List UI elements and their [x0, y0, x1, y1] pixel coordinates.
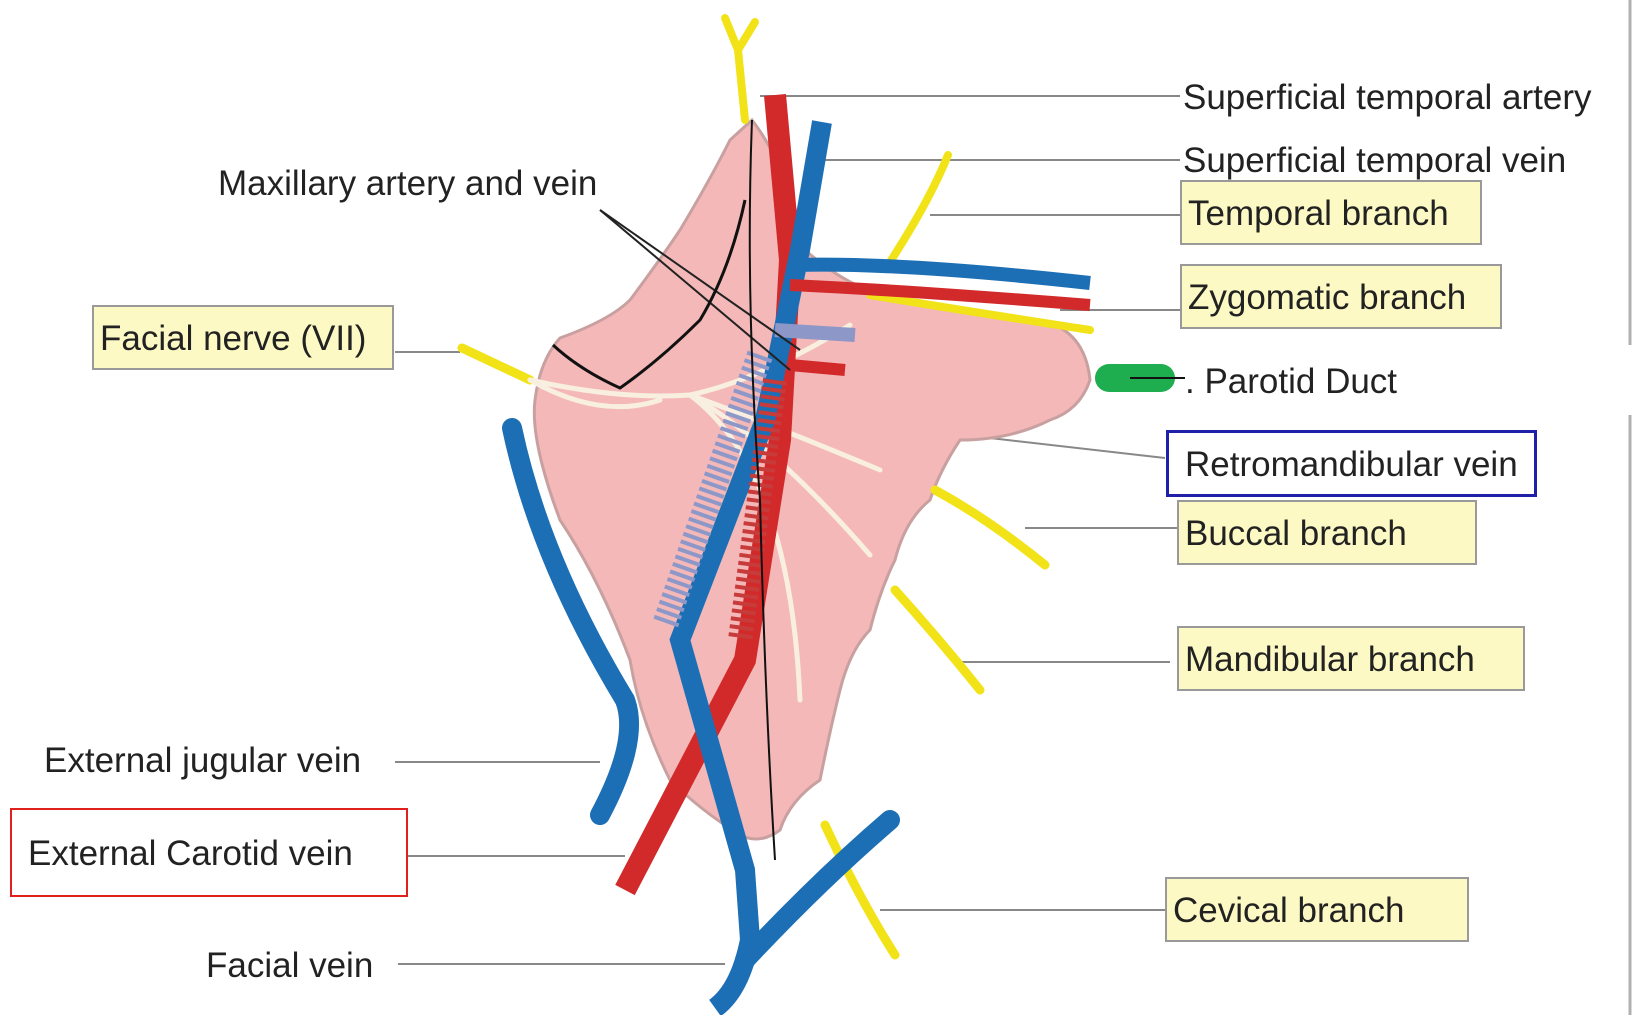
- label-cevical-branch: Cevical branch: [1165, 877, 1469, 942]
- label-temporal-branch: Temporal branch: [1180, 180, 1482, 245]
- maxillary-vein-stub: [775, 330, 855, 335]
- maxillary-artery-stub: [790, 365, 845, 370]
- temporal-nerve: [890, 155, 948, 262]
- label-parotid-duct: . Parotid Duct: [1185, 364, 1397, 399]
- label-retromandibular-vein: Retromandibular vein: [1166, 430, 1537, 497]
- label-external-carotid-vein: External Carotid vein: [10, 808, 408, 897]
- label-superficial-temporal-vein: Superficial temporal vein: [1183, 143, 1566, 178]
- top-nerve: [725, 18, 755, 120]
- label-superficial-temporal-artery: Superficial temporal artery: [1183, 80, 1592, 115]
- label-facial-vein: Facial vein: [206, 948, 373, 983]
- mandibular-nerve: [895, 590, 980, 690]
- facial-nerve-trunk: [462, 348, 530, 380]
- label-maxillary-artery-and-vein: Maxillary artery and vein: [218, 166, 597, 201]
- label-external-jugular-vein: External jugular vein: [44, 743, 361, 778]
- facial-vein-branch: [745, 820, 890, 960]
- label-mandibular-branch: Mandibular branch: [1177, 626, 1525, 691]
- label-facial-nerve: Facial nerve (VII): [92, 305, 394, 370]
- label-zygomatic-branch: Zygomatic branch: [1180, 264, 1502, 329]
- label-buccal-branch: Buccal branch: [1177, 500, 1477, 565]
